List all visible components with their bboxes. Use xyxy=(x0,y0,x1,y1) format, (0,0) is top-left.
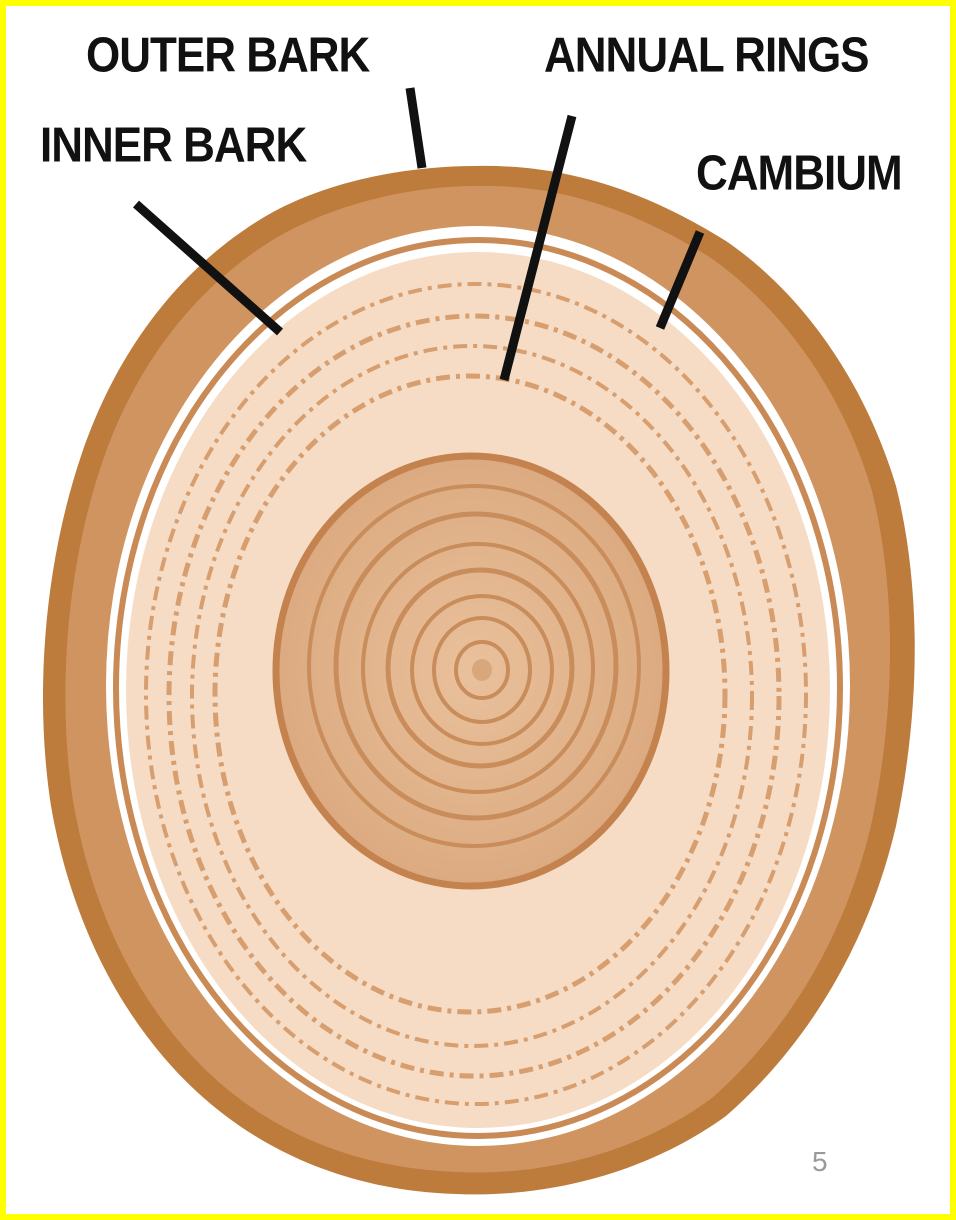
cambium-label: CAMBIUM xyxy=(696,146,902,202)
page-number: 5 xyxy=(812,1146,828,1178)
inner-bark-label: INNER BARK xyxy=(40,118,306,174)
pith xyxy=(472,659,492,681)
annual-rings-label: ANNUAL RINGS xyxy=(544,28,869,84)
outer-bark-label: OUTER BARK xyxy=(86,28,369,84)
outer-bark-leader xyxy=(410,88,422,168)
